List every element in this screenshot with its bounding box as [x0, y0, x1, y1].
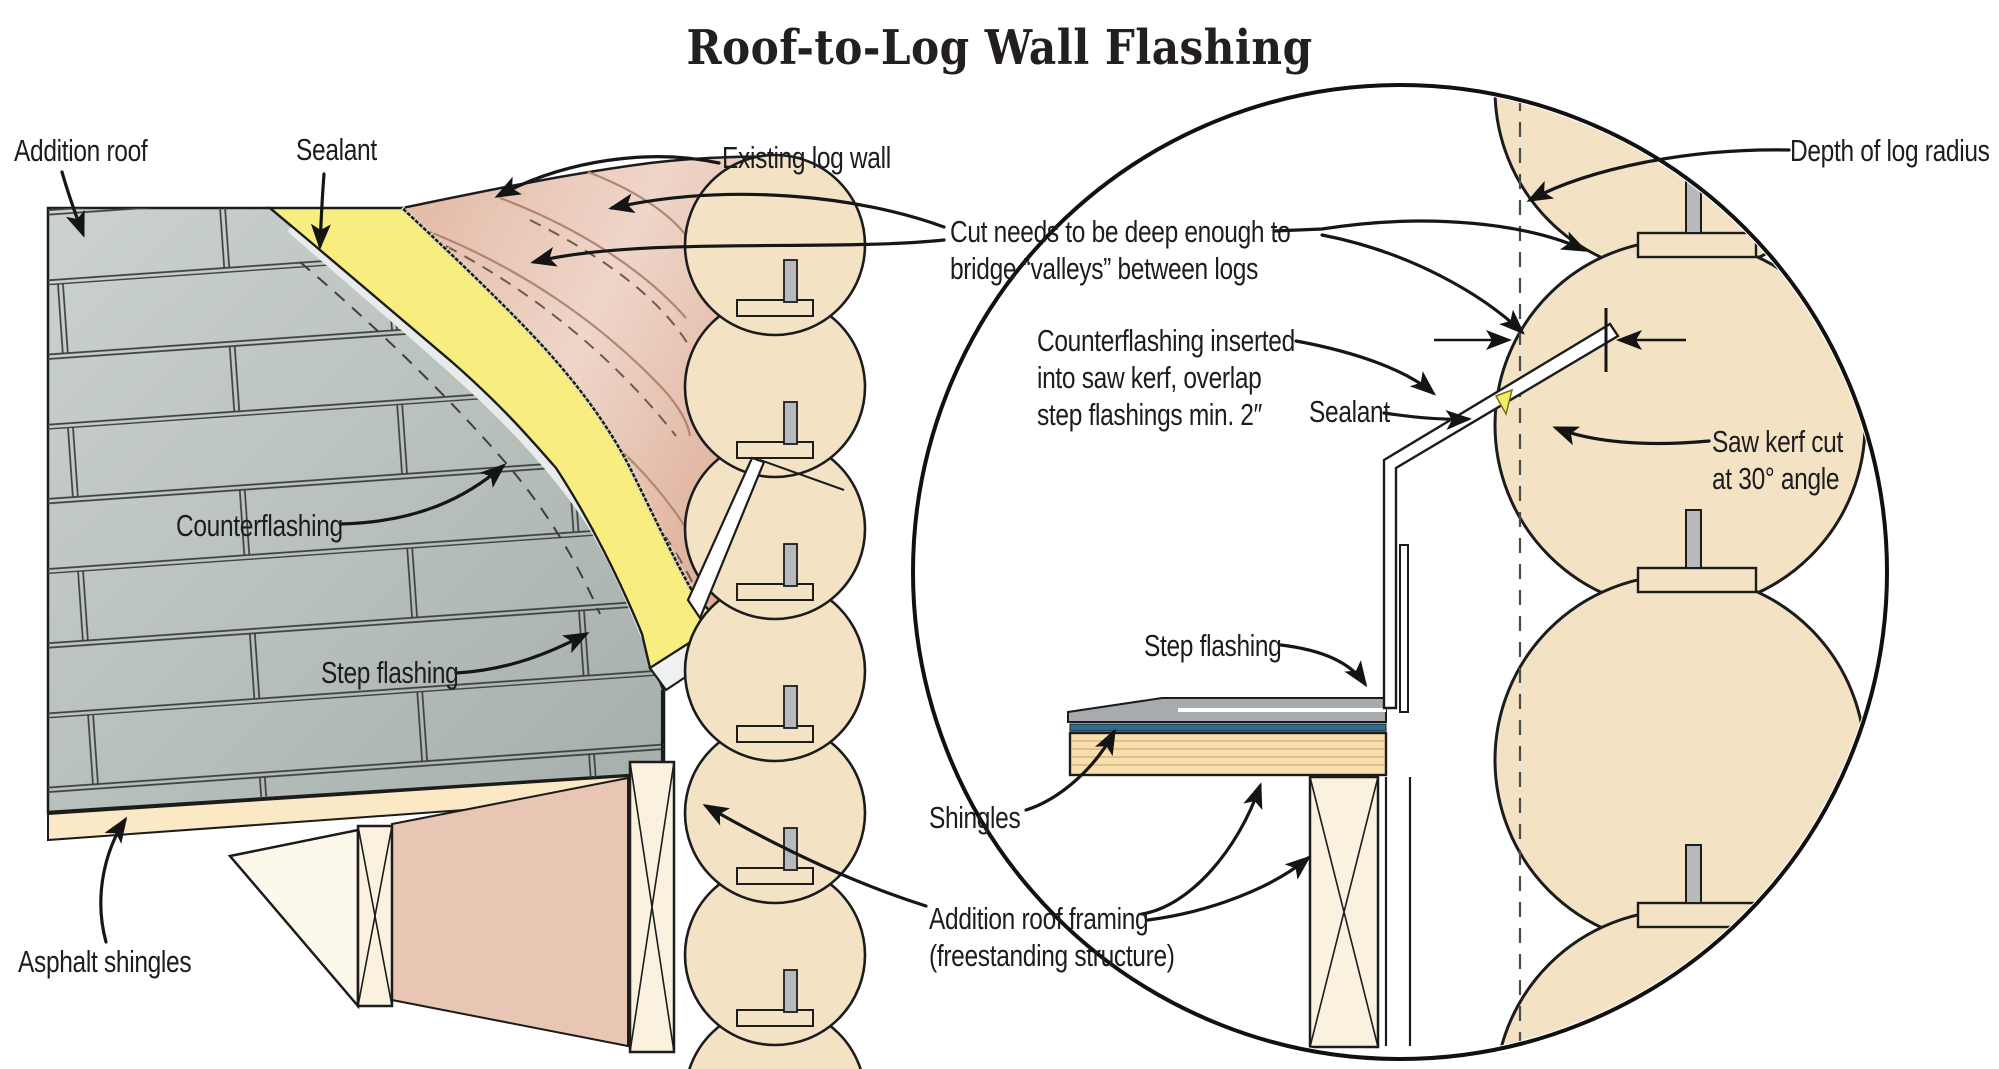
- label-asphalt-shingles: Asphalt shingles: [18, 944, 192, 979]
- label-addition-roof-framing: Addition roof framing (freestanding stru…: [929, 901, 1175, 975]
- arrow-step-flashing-right: [1279, 643, 1368, 688]
- log-end-wall: [683, 153, 867, 1069]
- left-diagram: [46, 153, 867, 1069]
- label-depth-of-log-radius: Depth of log radius: [1790, 133, 1990, 168]
- arrow-step-flashing-left: [454, 632, 590, 675]
- arrow-framing-stud: [1146, 855, 1312, 922]
- arrow-cut-depth-to-right-a: [1272, 219, 1588, 252]
- label-addition-roof: Addition roof: [14, 133, 148, 168]
- spline-icon: [783, 543, 798, 587]
- page-title: Roof-to-Log Wall Flashing: [686, 20, 1313, 76]
- arrow-addition-roof: [60, 170, 85, 238]
- log-spline-joints-detail: [1636, 174, 1758, 929]
- arrow-framing-left-diagram: [702, 804, 928, 908]
- rafter-tail: [227, 828, 360, 1010]
- log-spline-joints: [736, 259, 814, 1027]
- label-cut-depth: Cut needs to be deep enough to bridge “v…: [950, 214, 1291, 288]
- label-saw-kerf-line1: Saw kerf cut: [1712, 424, 1843, 459]
- label-step-flashing-left: Step flashing: [321, 655, 459, 690]
- arrow-cut-depth-to-left-b: [530, 238, 946, 267]
- step-flashing-vertical: [1399, 544, 1409, 713]
- roof-framing-stud: [1308, 775, 1380, 1049]
- label-framing-line1: Addition roof framing: [929, 901, 1149, 936]
- detail-circle-outline: [911, 83, 1889, 1061]
- label-existing-log-wall: Existing log wall: [722, 140, 891, 175]
- label-cfi-line2: into saw kerf, overlap: [1037, 359, 1262, 395]
- label-counterflashing-left: Counterflashing: [176, 508, 343, 543]
- label-cfi-line3: step flashings min. 2″: [1037, 396, 1262, 432]
- spline-icon: [783, 401, 798, 445]
- spline-icon: [783, 259, 798, 303]
- arrow-sealant-left: [310, 172, 331, 250]
- label-step-flashing-right: Step flashing: [1144, 628, 1282, 663]
- label-saw-kerf: Saw kerf cut at 30° angle: [1712, 424, 1843, 498]
- kerf-depth-dimension: [1434, 308, 1686, 372]
- arrow-cut-depth-to-right-b: [1320, 233, 1525, 335]
- roof-underside: [391, 776, 629, 1048]
- label-sealant-right: Sealant: [1309, 394, 1390, 429]
- roof-section: [1067, 697, 1412, 1049]
- label-sealant-left: Sealant: [296, 132, 377, 167]
- arrow-counterflashing-left: [339, 463, 507, 526]
- label-saw-kerf-line2: at 30° angle: [1712, 460, 1840, 496]
- arrow-counterflashing-inserted: [1294, 339, 1437, 396]
- wall-gap-lines: [1384, 777, 1412, 1046]
- label-framing-line2: (freestanding structure): [929, 937, 1175, 973]
- arrow-depth-of-log-radius: [1526, 148, 1791, 202]
- label-shingles-right: Shingles: [929, 800, 1021, 835]
- arrow-cut-depth-to-left-a: [608, 192, 946, 229]
- arrow-framing-sheathing: [1140, 782, 1263, 916]
- label-counterflashing-inserted: Counterflashing inserted into saw kerf, …: [1037, 323, 1295, 434]
- arrow-existing-log-wall: [494, 155, 721, 198]
- kerf-cut-on-log-ends: [686, 456, 845, 621]
- spline-icon: [1685, 509, 1702, 569]
- leader-arrows: [60, 148, 1791, 944]
- spline-icon: [783, 685, 798, 729]
- arrow-asphalt-shingles: [99, 816, 128, 944]
- label-cut-depth-line1: Cut needs to be deep enough to: [950, 214, 1291, 249]
- wall-stud: [628, 760, 676, 1054]
- label-cfi-line1: Counterflashing inserted: [1037, 323, 1295, 358]
- arrow-shingles-right: [1024, 728, 1116, 812]
- hidden-flashing-dashed-line: [299, 261, 601, 615]
- roof-truss-stud: [356, 824, 394, 1008]
- arrow-sealant-right: [1382, 410, 1472, 430]
- spline-icon: [1685, 844, 1702, 904]
- sealant-bead-stipple: [399, 205, 700, 600]
- label-cut-depth-line2: bridge “valleys” between logs: [950, 250, 1259, 286]
- sealant-bead: [1494, 388, 1514, 417]
- shingle-layer: [1069, 723, 1387, 732]
- arrow-saw-kerf: [1552, 426, 1711, 446]
- roof-sheathing: [1068, 731, 1388, 777]
- spline-icon: [783, 969, 798, 1013]
- eave-and-framing: [47, 760, 676, 1054]
